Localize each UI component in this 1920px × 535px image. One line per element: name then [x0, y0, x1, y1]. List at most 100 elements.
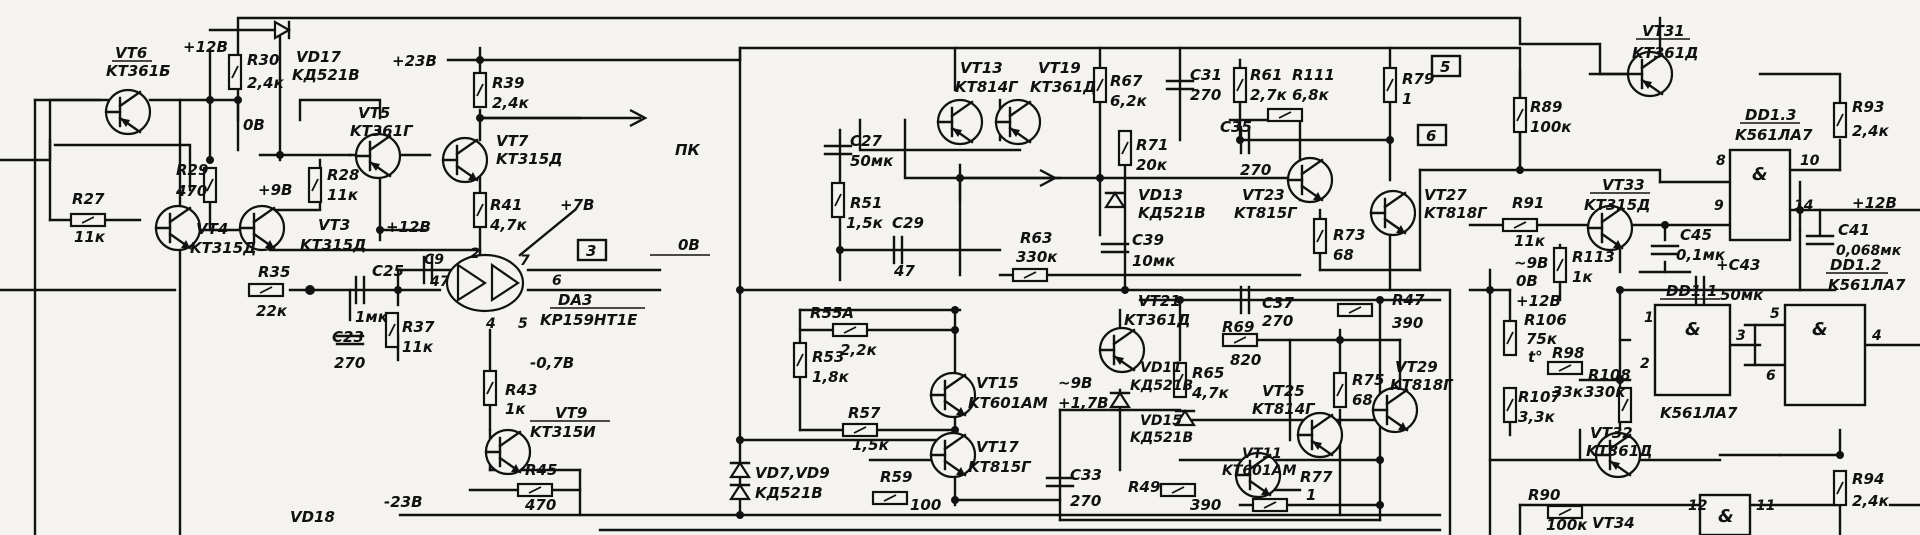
- label-c31-value: 270: [1190, 86, 1221, 104]
- label-vt11-ref: VT11: [1242, 446, 1282, 462]
- label-r77-ref: R77: [1300, 468, 1333, 486]
- label-vt27-ref: VT27: [1424, 186, 1467, 204]
- resistor-r41: [472, 191, 488, 229]
- labels: VT6 KT361Б +12B R30 2,4к VD17 KД521B +23…: [72, 22, 1906, 534]
- label-ob2: 0B: [678, 236, 700, 254]
- label-r94-value: 2,4к: [1852, 492, 1890, 510]
- label-r108-ref: R108: [1588, 366, 1631, 384]
- label-vd7vd9-ref: VD7,VD9: [755, 464, 830, 482]
- label-r113-value: 1к: [1572, 268, 1593, 286]
- label-p9: +9B: [258, 181, 292, 199]
- pin-dd12-4: 4: [1871, 328, 1882, 344]
- resistor-r55: [831, 322, 869, 338]
- label-vt29-ref: VT29: [1395, 358, 1438, 376]
- label-r61-value: 2,7к: [1250, 86, 1288, 104]
- label-r75-value: 68: [1352, 391, 1373, 409]
- pin-da3-2: 2: [470, 246, 480, 262]
- box-3: 3: [576, 238, 608, 262]
- gate-dd13-symbol: &: [1752, 164, 1768, 185]
- label-vt21-value: KT361Д: [1124, 311, 1191, 329]
- label-r111-value: 6,8к: [1292, 86, 1330, 104]
- label-vt11-value: KT601AM: [1222, 463, 1296, 479]
- label-r77-value: 1: [1306, 486, 1316, 504]
- label-r111-ref: R111: [1292, 66, 1335, 84]
- label-dd11-value: K561ЛА7: [1660, 404, 1738, 422]
- label-vt29-value: KT818Г: [1390, 376, 1454, 394]
- resistor-r28: [307, 166, 323, 204]
- label-temp: t°: [1528, 348, 1543, 366]
- label-r90-ref: R90: [1528, 486, 1560, 504]
- gate-dd11: &: [1653, 303, 1732, 397]
- label-r63-ref: R63: [1020, 229, 1052, 247]
- gate-dd14: &: [1698, 493, 1752, 535]
- pin-dd12-5: 5: [1770, 306, 1780, 322]
- resistor-r43: [482, 369, 498, 407]
- label-r53-value: 1,8к: [812, 368, 850, 386]
- label-vt17-ref: VT17: [976, 438, 1019, 456]
- pin-dd13-8: 8: [1716, 153, 1726, 169]
- gate-dd11-symbol: &: [1685, 319, 1701, 340]
- label-vt15-value: KT601AM: [968, 394, 1048, 412]
- label-c27-ref: C27: [850, 132, 882, 150]
- label-c37-value: 270: [1262, 312, 1293, 330]
- label-r45-ref: R45: [525, 461, 557, 479]
- label-vd15-value: KД521B: [1130, 430, 1193, 446]
- resistor-r79: [1382, 66, 1398, 104]
- label-p12-dd: +12B: [1516, 292, 1561, 310]
- gate-dd12-symbol: &: [1812, 319, 1828, 340]
- box-6: 6: [1416, 123, 1448, 147]
- label-r41-value: 4,7к: [489, 216, 528, 234]
- label-vt9-ref: VT9: [555, 404, 587, 422]
- label-r90-value: 100к: [1546, 516, 1588, 534]
- box-6-label: 6: [1426, 127, 1436, 145]
- resistor-r61: [1232, 66, 1248, 104]
- label-vt23-value: KT815Г: [1234, 204, 1298, 222]
- diode-vd7: [729, 461, 751, 479]
- label-r61-ref: R61: [1250, 66, 1282, 84]
- label-vd13-value: KД521B: [1138, 204, 1206, 222]
- label-r47-value: 390: [1392, 314, 1423, 332]
- label-r65-ref: R65: [1192, 364, 1224, 382]
- label-da3-value: KP159HT1E: [540, 311, 638, 329]
- resistor-r73: [1312, 217, 1328, 255]
- label-vt4-value: KT315Д: [190, 239, 257, 257]
- pin-dd13-10: 10: [1800, 153, 1820, 169]
- label-c33-ref: C33: [1070, 466, 1102, 484]
- label-r91-ref: R91: [1512, 194, 1544, 212]
- label-vt9-value: KT315И: [530, 423, 596, 441]
- label-vt23-ref: VT23: [1242, 186, 1285, 204]
- label-r37-ref: R37: [402, 318, 435, 336]
- label-vt4-ref: VT4: [196, 220, 228, 238]
- transistor-vt9: [484, 428, 532, 476]
- label-c45-value: 0,1мк: [1676, 246, 1726, 264]
- label-p12-left: +12B: [183, 38, 228, 56]
- label-r106-value: 75к: [1526, 330, 1558, 348]
- pin-dd11-2: 2: [1640, 356, 1650, 372]
- transistor-vt6: [104, 88, 152, 136]
- label-pk: ПК: [675, 141, 701, 159]
- label-vt31-value: KT361Д: [1632, 44, 1699, 62]
- label-r51-ref: R51: [850, 194, 882, 212]
- label-p17: +1,7B: [1058, 394, 1109, 412]
- label-r89-ref: R89: [1530, 98, 1562, 116]
- label-m9-ob: ~9B: [1514, 254, 1548, 272]
- label-r39-ref: R39: [492, 74, 524, 92]
- label-c33-value: 270: [1070, 492, 1101, 510]
- label-r59-value: 100: [910, 496, 941, 514]
- label-vd11-value: KД521B: [1130, 378, 1193, 394]
- label-r93-value: 2,4к: [1852, 122, 1890, 140]
- label-r108-value: 330к: [1584, 383, 1626, 401]
- opamp-da3: [445, 253, 525, 313]
- label-r43-ref: R43: [505, 381, 537, 399]
- label-r29-ref: R29: [176, 161, 208, 179]
- label-r55-value: 2,2к: [840, 341, 878, 359]
- label-p23: +23B: [392, 52, 437, 70]
- label-r55-ref: R55A: [810, 304, 854, 322]
- label-r37-value: 11к: [402, 338, 434, 356]
- label-r107-ref: R107: [1518, 388, 1561, 406]
- label-vt6-value: KT361Б: [106, 62, 171, 80]
- label-r79-value: 1: [1402, 90, 1412, 108]
- label-r28-value: 11к: [327, 186, 359, 204]
- transistor-vt27: [1369, 189, 1417, 237]
